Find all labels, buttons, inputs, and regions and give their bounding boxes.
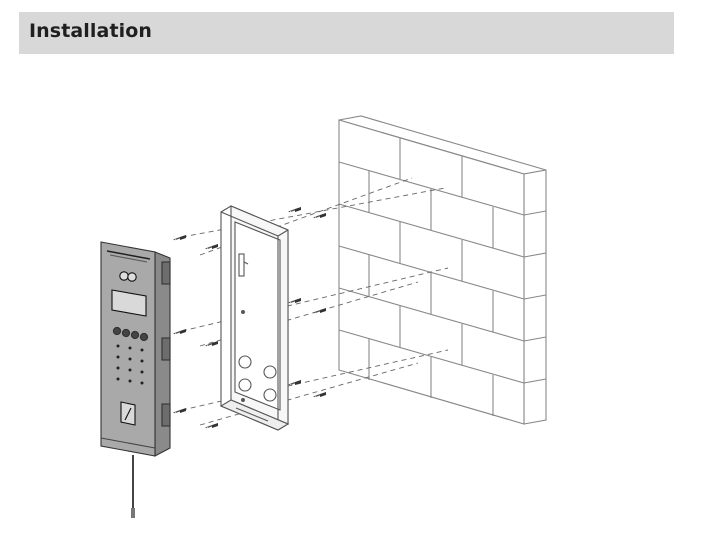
screwdriver-icon <box>131 455 135 518</box>
section-title: Installation <box>29 20 153 42</box>
brick-wall-icon <box>338 115 547 425</box>
section-header-bar: Installation <box>19 12 674 54</box>
door-station-icon <box>100 241 171 457</box>
back-box-icon <box>219 205 290 431</box>
